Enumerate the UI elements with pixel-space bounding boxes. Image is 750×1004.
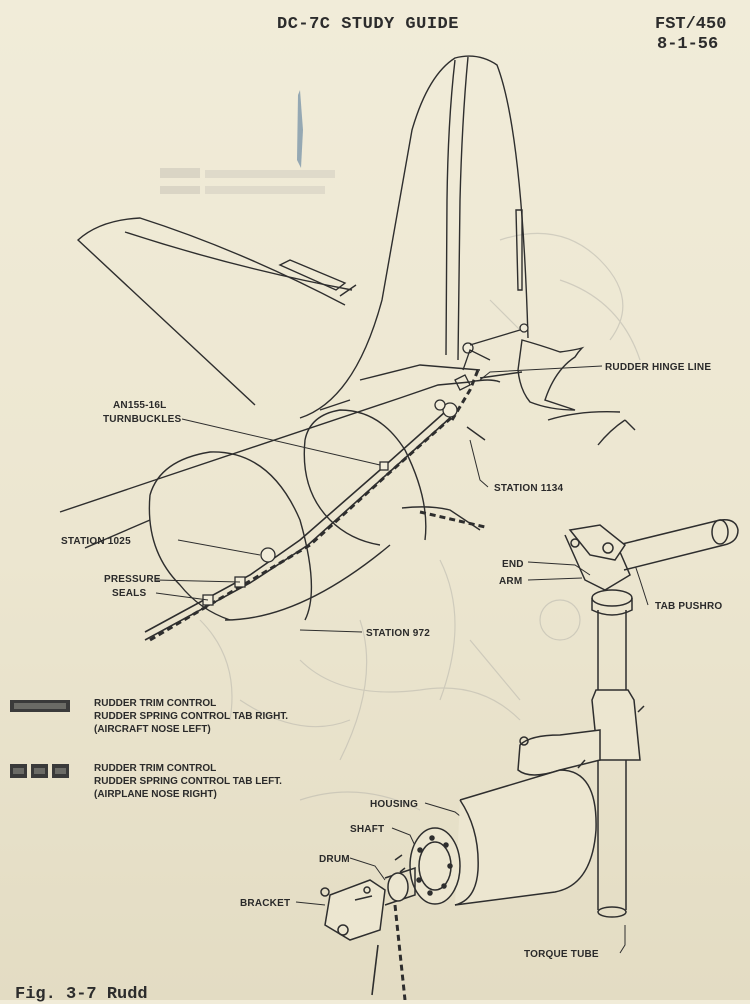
- legend-solid-line3: (AIRCRAFT NOSE LEFT): [94, 724, 211, 735]
- label-station-972: STATION 972: [366, 628, 430, 639]
- legend-solid-line2: RUDDER SPRING CONTROL TAB RIGHT.: [94, 711, 289, 722]
- label-station-1025: STATION 1025: [61, 536, 131, 547]
- legend-dashed-line2: RUDDER SPRING CONTROL TAB LEFT.: [94, 776, 282, 787]
- label-tab-pushrod: TAB PUSHRO: [655, 601, 722, 612]
- label-arm: ARM: [499, 576, 522, 587]
- pushrod-assembly: [564, 518, 739, 616]
- label-turnbuckles: TURNBUCKLES: [103, 414, 181, 425]
- legend-dashed-line1: RUDDER TRIM CONTROL: [94, 763, 217, 774]
- label-an155-16l: AN155-16L: [113, 400, 167, 411]
- ink-mark: [297, 90, 303, 168]
- label-pressure: PRESSURE: [104, 574, 161, 585]
- label-torque-tube: TORQUE TUBE: [524, 949, 599, 960]
- label-bracket: BRACKET: [240, 898, 290, 909]
- fuselage: [59, 364, 636, 621]
- document-date: 8-1-56: [657, 35, 719, 54]
- cable-dashed: [149, 369, 486, 642]
- horizontal-stabilizer: [76, 217, 357, 406]
- page-title: DC-7C STUDY GUIDE: [277, 15, 459, 34]
- bleed-through: [160, 168, 641, 811]
- label-housing: HOUSING: [370, 799, 418, 810]
- document-number: FST/450: [655, 15, 727, 34]
- pulleys: [202, 323, 529, 606]
- vertical-fin: [299, 55, 529, 419]
- legend-dashed-line3: (AIRPLANE NOSE RIGHT): [94, 789, 217, 800]
- label-drum: DRUM: [319, 854, 350, 865]
- actuator-housing: [409, 769, 597, 906]
- legend-dashed-swatch: [10, 764, 69, 778]
- rudder-horn: [469, 339, 585, 411]
- label-end: END: [502, 559, 524, 570]
- legend-item-dashed: RUDDER TRIM CONTROL RUDDER SPRING CONTRO…: [94, 762, 282, 801]
- label-shaft: SHAFT: [350, 824, 384, 835]
- figure-caption: Fig. 3-7 Rudd: [15, 985, 148, 1004]
- legend-solid-swatch: [10, 700, 70, 712]
- label-station-1134: STATION 1134: [494, 483, 564, 494]
- label-rudder-hinge-line: RUDDER HINGE LINE: [605, 362, 711, 373]
- drum-cable-dashed: [393, 904, 407, 1000]
- drum-bracket: [320, 854, 416, 996]
- legend-item-solid: RUDDER TRIM CONTROL RUDDER SPRING CONTRO…: [94, 697, 288, 736]
- legend-solid-line1: RUDDER TRIM CONTROL: [94, 698, 217, 709]
- vertical-shaft: [517, 610, 645, 918]
- label-seals: SEALS: [112, 588, 146, 599]
